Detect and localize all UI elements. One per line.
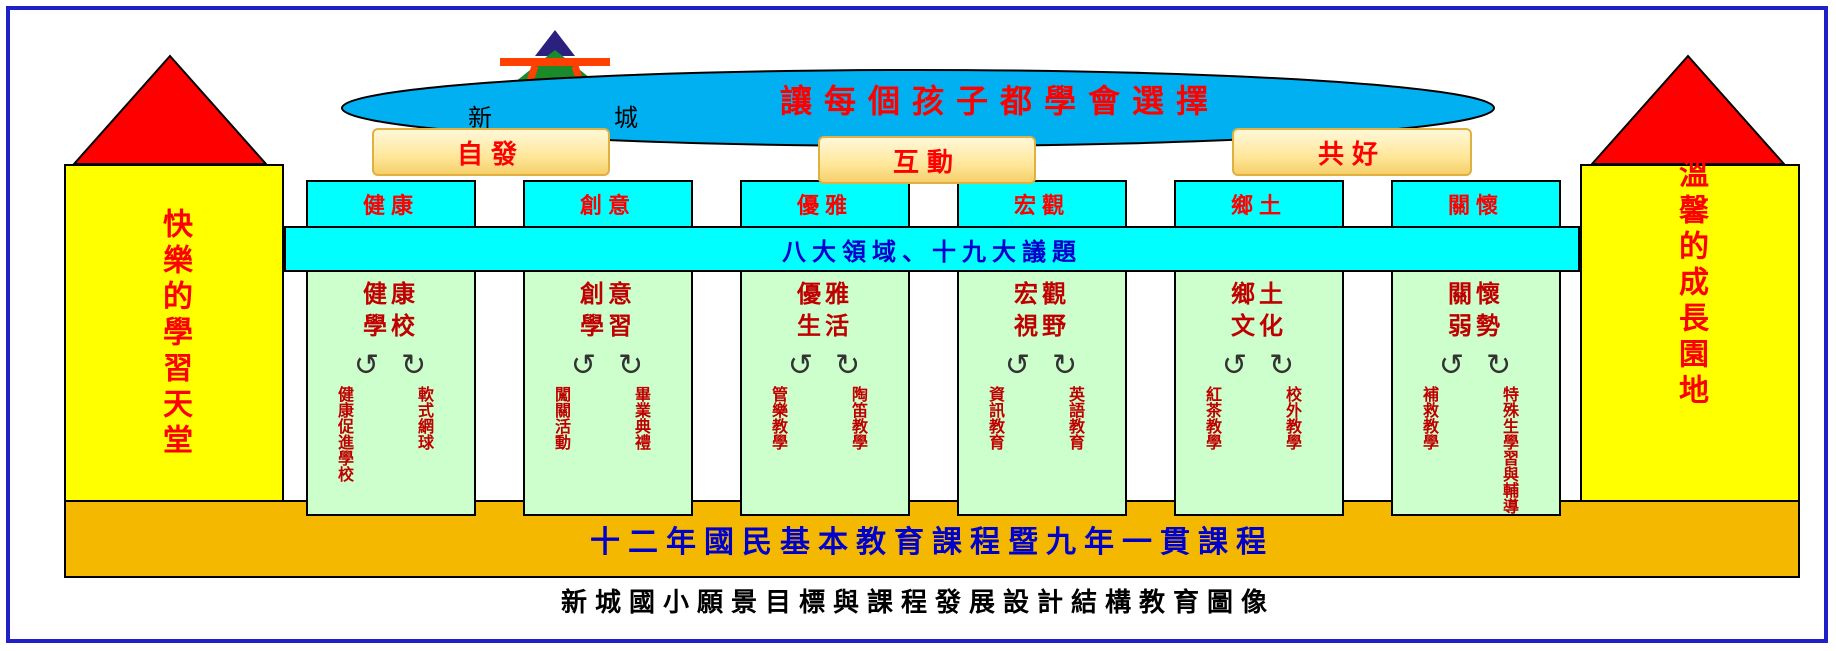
scroll-1: 自發 [372,128,610,176]
cycle-arrows-icon: ↺↻ [570,348,666,383]
pillar-body-6: 關懷弱勢 ↺↻ 補救教學 特殊生學習與輔導 [1391,270,1561,516]
pillar-body-1: 健康學校 ↺↻ 健康促進學校 軟式網球 [306,270,476,516]
cycle-arrows-icon: ↺↻ [1438,348,1534,383]
pillar-title-line: 鄉土 [1231,280,1287,308]
caption-text: 新城國小願景目標與課程發展設計結構教育圖像 [560,588,1275,618]
pillar-title: 創意學習 [525,278,691,342]
pillar-sub-left: 健康促進學校 [335,386,354,482]
crossbar-text: 八大領域、十九大議題 [782,237,1082,266]
pillar-title: 關懷弱勢 [1393,278,1559,342]
base-text: 十二年國民基本教育課程暨九年一貫課程 [590,525,1274,560]
pillar-title-line: 優雅 [797,280,853,308]
pillar-title-line: 創意 [580,280,636,308]
logo-left-char: 新 [468,104,492,132]
scroll-3: 共好 [1232,128,1472,176]
pillar-head-2: 創意 [523,180,693,228]
pillar-sub-left: 補救教學 [1420,386,1439,450]
crossbar: 八大領域、十九大議題 [284,226,1580,272]
pillar-title-line: 生活 [797,312,853,340]
right-tower-text: 溫馨的成長園地 [1673,158,1708,410]
caption: 新城國小願景目標與課程發展設計結構教育圖像 [0,582,1836,622]
left-roof [71,54,269,165]
logo-text: 新 城 [462,98,652,132]
cycle-arrows-icon: ↺↻ [353,348,449,383]
pillar-head-label: 健康 [362,194,419,219]
left-tower-text: 快樂的學習天堂 [157,208,192,460]
pillar-body-2: 創意學習 ↺↻ 闖關活動 畢業典禮 [523,270,693,516]
scroll-3-text: 共好 [1317,139,1386,170]
pillar-title: 優雅生活 [742,278,908,342]
banner-text: 讓每個孩子都學會選擇 [779,82,1220,120]
pillar-title-line: 文化 [1231,312,1287,340]
cycle-arrows-icon: ↺↻ [1004,348,1100,383]
pillar-sub-left: 管樂教學 [769,386,788,450]
pillar-body-4: 宏觀視野 ↺↻ 資訊教育 英語教育 [957,270,1127,516]
pillar-head-5: 鄉土 [1174,180,1344,228]
pillar-sub-right: 英語教育 [1066,386,1085,450]
right-roof [1589,54,1787,165]
pillar-sub-left: 闖關活動 [552,386,571,450]
scroll-2: 互動 [818,136,1036,184]
pillar-title: 宏觀視野 [959,278,1125,342]
pillar-sub-left: 資訊教育 [986,386,1005,450]
pillar-sub-right: 軟式網球 [415,386,434,450]
pillar-title-line: 學校 [363,312,419,340]
pillar-sub-right: 特殊生學習與輔導 [1500,386,1519,514]
pillar-head-label: 創意 [579,194,636,219]
right-tower: 溫馨的成長園地 [1580,158,1800,504]
pillar-title-line: 關懷 [1448,280,1504,308]
pillar-head-label: 優雅 [796,194,853,219]
pillar-head-4: 宏觀 [957,180,1127,228]
pillar-title-line: 弱勢 [1448,312,1504,340]
pillar-title-line: 宏觀 [1014,280,1070,308]
pillar-title-line: 健康 [363,280,419,308]
left-tower: 快樂的學習天堂 [64,164,284,504]
pillar-title-line: 視野 [1014,312,1070,340]
cycle-arrows-icon: ↺↻ [1221,348,1317,383]
pillar-head-1: 健康 [306,180,476,228]
logo-right-char: 城 [614,104,638,132]
scroll-2-text: 互動 [892,147,961,178]
pillar-head-3: 優雅 [740,180,910,228]
pillar-head-label: 關懷 [1447,194,1504,219]
pillar-title: 健康學校 [308,278,474,342]
cycle-arrows-icon: ↺↻ [787,348,883,383]
pillar-title: 鄉土文化 [1176,278,1342,342]
pillar-sub-left: 紅茶教學 [1203,386,1222,450]
pillar-body-5: 鄉土文化 ↺↻ 紅茶教學 校外教學 [1174,270,1344,516]
pillar-head-6: 關懷 [1391,180,1561,228]
pillar-head-label: 宏觀 [1013,194,1070,219]
pillar-title-line: 學習 [580,312,636,340]
pillar-sub-right: 畢業典禮 [632,386,651,450]
pillar-sub-right: 陶笛教學 [849,386,868,450]
pillar-sub-right: 校外教學 [1283,386,1302,450]
scroll-1-text: 自發 [456,139,525,170]
banner: 讓每個孩子都學會選擇 [650,76,1350,120]
pillar-head-label: 鄉土 [1230,194,1287,219]
pillar-body-3: 優雅生活 ↺↻ 管樂教學 陶笛教學 [740,270,910,516]
